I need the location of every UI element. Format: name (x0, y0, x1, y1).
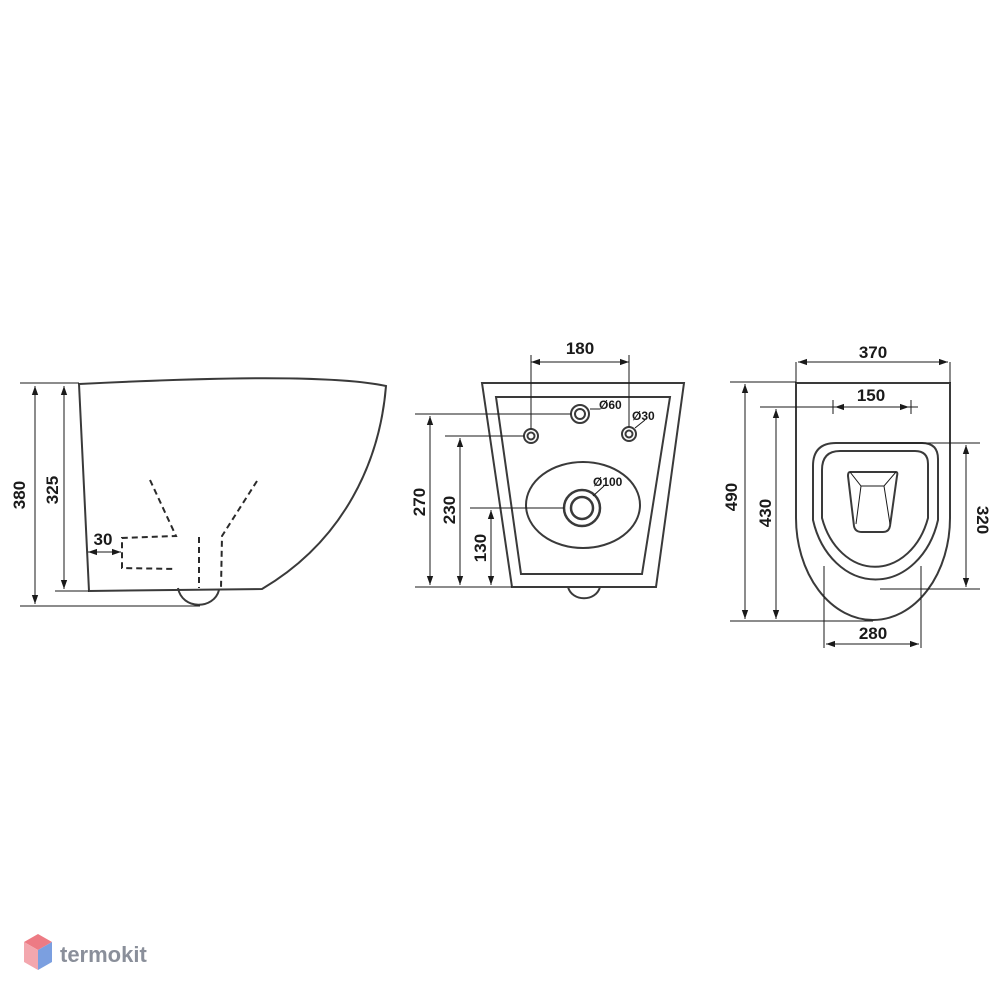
seat-inner-outline (821, 450, 929, 568)
outlet-ring-inner (569, 495, 595, 521)
side-view-body-outline (77, 377, 388, 593)
dim-label-150: 150 (857, 386, 885, 405)
fixing-hole-right (621, 426, 637, 442)
dim-label-180: 180 (566, 339, 594, 358)
dim-label-130: 130 (471, 534, 490, 562)
back-view-outlet-oval (525, 461, 641, 549)
side-view-channel-right (220, 480, 258, 589)
dim-label-30: 30 (94, 530, 113, 549)
dim-label-370: 370 (859, 343, 887, 362)
back-view-outlet-bottom (567, 586, 601, 600)
hole-label-60: Ø60 (599, 398, 622, 412)
seat-outer-outline (812, 442, 939, 581)
hole-label-30: Ø30 (632, 409, 655, 423)
fixing-hole-left (523, 428, 539, 444)
water-inlet-hole (570, 404, 590, 424)
dim-label-230: 230 (440, 496, 459, 524)
dim-label-280: 280 (859, 624, 887, 643)
side-view-outlet-bottom (177, 587, 220, 606)
side-view: 380 325 30 (10, 377, 388, 607)
brand-name: termokit (60, 942, 147, 967)
brand-cube-icon (24, 934, 52, 970)
back-view-outer-outline (480, 382, 686, 588)
brand-logo: termokit (24, 934, 147, 970)
dim-label-270: 270 (410, 488, 429, 516)
dim-label-490: 490 (722, 483, 741, 511)
dim-label-320: 320 (973, 506, 992, 534)
top-view: 370 150 490 430 320 280 (722, 343, 992, 648)
bowl-opening (846, 471, 899, 533)
back-view-inner-outline (494, 396, 672, 575)
top-view-outer-outline (795, 382, 951, 621)
back-view: Ø60 Ø30 Ø100 180 270 230 130 (410, 339, 686, 600)
outlet-ring-outer (562, 488, 602, 528)
side-view-channel-left (121, 479, 178, 570)
dim-label-380: 380 (10, 481, 29, 509)
outlet-label-100: Ø100 (593, 475, 623, 489)
dim-label-430: 430 (756, 499, 775, 527)
dim-label-325: 325 (43, 476, 62, 504)
